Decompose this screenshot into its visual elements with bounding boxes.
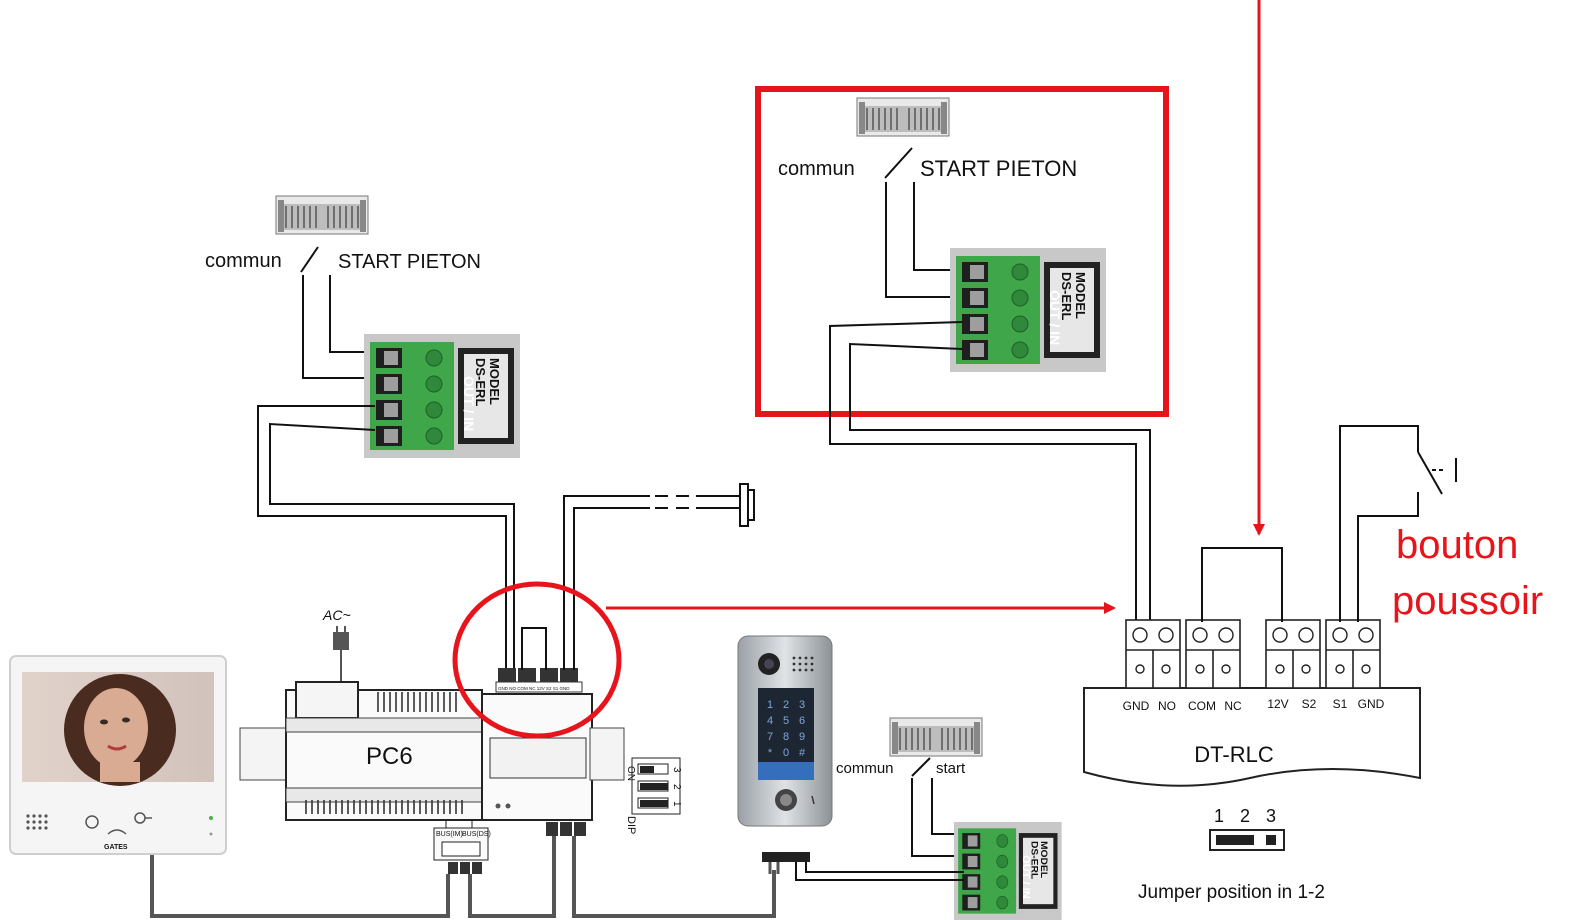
svg-text:6: 6	[799, 715, 805, 727]
push-button-label-1: bouton	[1396, 523, 1518, 567]
relay-name: DT-RLC	[1194, 742, 1274, 767]
svg-text:MODEL: MODEL	[1038, 841, 1048, 878]
erl-module-boxed: MODEL DS-ERL OUT / IN	[949, 247, 1107, 373]
svg-text:AC~: AC~	[322, 607, 351, 623]
switch-contact	[300, 246, 319, 273]
svg-text:OUT / IN: OUT / IN	[1020, 855, 1030, 899]
push-button-switch	[1417, 451, 1457, 495]
dt-rlc-relay: GND NO COM NC 12V S2 S1 GND DT-RLC	[1083, 619, 1421, 787]
svg-text:1: 1	[767, 699, 773, 711]
svg-text:S1: S1	[1333, 697, 1348, 711]
svg-text:OUT / IN: OUT / IN	[461, 376, 477, 431]
pc6-label: PC6	[366, 743, 413, 770]
svg-text:DS-ERL: DS-ERL	[473, 358, 488, 406]
commun-label: commun	[205, 250, 282, 272]
svg-text:GND: GND	[1123, 699, 1150, 713]
svg-text:2: 2	[671, 784, 682, 790]
svg-text:1: 1	[1214, 806, 1224, 826]
svg-text:DS-ERL: DS-ERL	[1028, 841, 1038, 879]
svg-text:3: 3	[799, 699, 805, 711]
door-button-icon	[739, 483, 755, 527]
svg-text:8: 8	[783, 731, 789, 743]
svg-text:BUS(DS): BUS(DS)	[462, 831, 491, 838]
highlight-box	[755, 86, 1169, 417]
svg-text:#: #	[799, 747, 806, 759]
highlight-circle	[452, 581, 622, 739]
svg-text:BUS(IM): BUS(IM)	[436, 831, 463, 838]
svg-text:MODEL: MODEL	[1073, 272, 1088, 319]
push-button-label-2: poussoir	[1392, 579, 1543, 623]
jumper-caption: Jumper position in 1-2	[1138, 882, 1325, 903]
controller-module: GND NO COM NC 12V S2 S1 GND	[481, 668, 625, 821]
dip-switch: ON DIP 3 2 1	[625, 757, 682, 834]
svg-text:2: 2	[783, 699, 789, 711]
gate-icon	[275, 195, 369, 235]
jumper: 1 2 3 Jumper position in 1-2	[1138, 806, 1325, 903]
switch-contact	[884, 147, 913, 179]
erl-module-left: MODEL DS-ERL OUT / IN	[363, 333, 521, 459]
ac-plug-icon: AC~	[322, 607, 351, 682]
svg-text:NC: NC	[1224, 699, 1242, 713]
svg-text:DIP: DIP	[625, 816, 637, 834]
svg-text:OUT / IN: OUT / IN	[1047, 290, 1063, 345]
start-label: start	[936, 760, 966, 777]
svg-text:GND NO COM NC 12V S2 S1 GND: GND NO COM NC 12V S2 S1 GND	[498, 686, 570, 691]
svg-text:MODEL: MODEL	[487, 358, 502, 405]
indoor-monitor: GATES	[9, 655, 227, 855]
svg-text:ON: ON	[625, 766, 636, 781]
gate-icon	[856, 97, 950, 137]
svg-text:3: 3	[671, 767, 682, 773]
svg-text:COM: COM	[1188, 699, 1216, 713]
svg-text:NO: NO	[1158, 699, 1176, 713]
svg-text:DS-ERL: DS-ERL	[1059, 272, 1074, 320]
svg-text:7: 7	[767, 731, 773, 743]
svg-text:0: 0	[783, 747, 789, 759]
svg-text:1: 1	[671, 801, 682, 807]
svg-text:12V: 12V	[1267, 697, 1288, 711]
svg-text:5: 5	[783, 715, 789, 727]
start-pieton-label: START PIETON	[338, 251, 481, 273]
talk-icon	[85, 815, 99, 829]
svg-text:GND: GND	[1358, 697, 1385, 711]
monitor-brand: GATES	[104, 844, 128, 851]
gate-icon	[889, 717, 983, 757]
wifi-icon	[107, 829, 127, 835]
svg-text:*: *	[768, 747, 773, 759]
erl-module-bottom: MODEL DS-ERL OUT / IN	[953, 821, 1063, 920]
controller-bottom-terminals	[546, 822, 586, 836]
woman-portrait	[64, 674, 176, 786]
commun-label: commun	[836, 760, 894, 777]
svg-text:9: 9	[799, 731, 805, 743]
commun-label: commun	[778, 158, 855, 180]
svg-text:4: 4	[767, 715, 773, 727]
start-pieton-label: START PIETON	[920, 156, 1077, 181]
bus-terminal: BUS(IM) BUS(DS)	[433, 820, 491, 874]
pc6-power-supply: PC6	[239, 681, 483, 821]
outdoor-terminal-strip	[762, 852, 810, 874]
svg-text:S2: S2	[1302, 697, 1317, 711]
svg-text:3: 3	[1266, 806, 1276, 826]
svg-text:2: 2	[1240, 806, 1250, 826]
